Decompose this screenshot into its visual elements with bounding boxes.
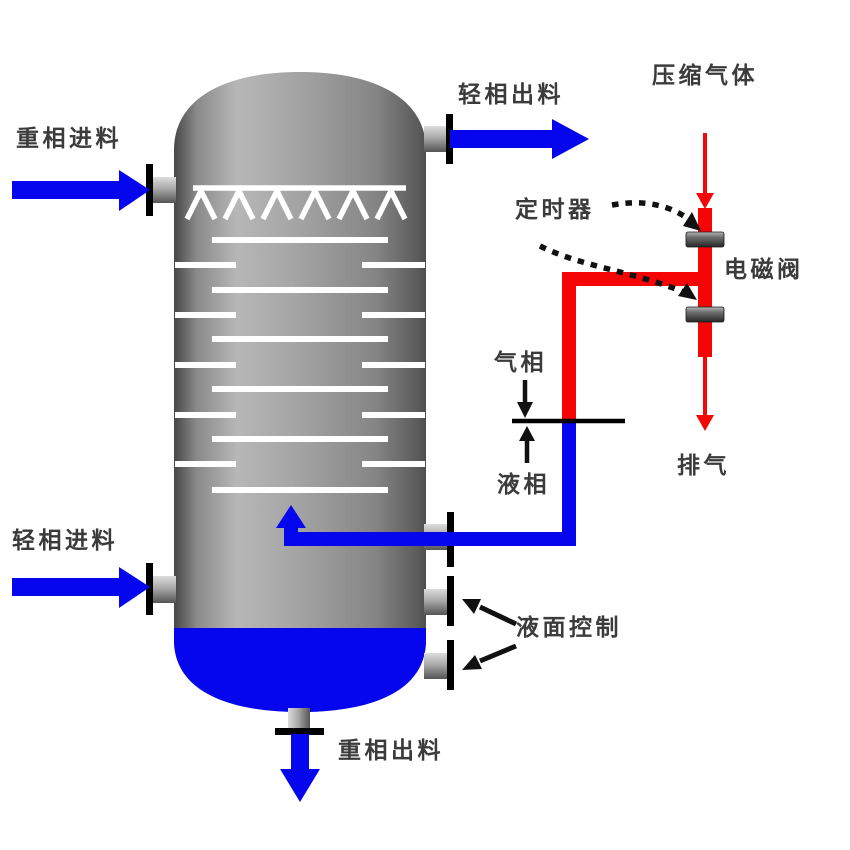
nozzle-level-control-lower xyxy=(424,653,448,679)
nozzle-light-outlet xyxy=(424,126,447,152)
level-control-arrow-lower xyxy=(462,643,517,670)
timer-signal-upper xyxy=(611,200,701,231)
light-outlet-arrow xyxy=(450,119,589,159)
heavy-outlet-arrow xyxy=(280,734,320,802)
heavy-outlet-label: 重相出料 xyxy=(338,738,444,764)
timer-label: 定时器 xyxy=(515,197,595,223)
gas-phase-arrow xyxy=(517,380,533,418)
gas-phase-label: 气相 xyxy=(494,350,547,376)
heavy-phase-liquid xyxy=(174,628,426,712)
light-outlet-label: 轻相出料 xyxy=(458,82,564,108)
level-control-arrow-upper xyxy=(462,599,518,627)
liquid-phase-arrow xyxy=(519,426,535,463)
light-feed-label: 轻相进料 xyxy=(12,528,118,554)
vent-label: 排气 xyxy=(677,453,730,479)
solenoid-valve-body-upper xyxy=(685,231,725,248)
level-control-label: 液面控制 xyxy=(516,615,622,641)
gas-phase-pipe xyxy=(562,272,711,421)
liquid-phase-label: 液相 xyxy=(497,472,550,498)
nozzle-heavy-feed xyxy=(150,177,176,203)
compressed-gas-arrow xyxy=(696,133,714,209)
nozzle-light-feed xyxy=(150,576,176,603)
spray-distributor xyxy=(184,184,408,221)
heavy-feed-arrow xyxy=(12,170,150,211)
vent-arrow xyxy=(696,357,714,431)
compressed-gas-label: 压缩气体 xyxy=(652,63,758,89)
light-phase-pipe xyxy=(284,421,576,546)
timer-signal-lower xyxy=(538,243,697,300)
heavy-feed-label: 重相进料 xyxy=(16,126,122,152)
solenoid-valve-label: 电磁阀 xyxy=(724,257,804,283)
riser-up-arrow xyxy=(276,505,306,528)
light-feed-arrow xyxy=(12,567,150,608)
nozzle-heavy-outlet xyxy=(288,708,310,732)
nozzle-level-control-upper xyxy=(424,589,448,615)
solenoid-valve-body-lower xyxy=(685,306,725,323)
coalescer-plates xyxy=(175,237,425,493)
